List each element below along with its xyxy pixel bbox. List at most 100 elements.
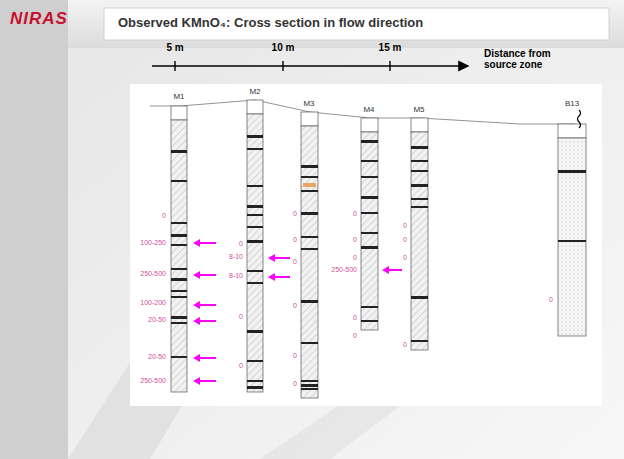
slide-title: Observed KMnO₄: Cross section in flow di… bbox=[118, 16, 423, 30]
clay-band bbox=[247, 282, 263, 284]
concentration-label: 8-10 bbox=[229, 253, 243, 261]
clay-band bbox=[301, 248, 318, 250]
clay-band bbox=[171, 296, 187, 298]
clay-band bbox=[247, 135, 263, 138]
clay-band bbox=[361, 160, 378, 162]
borehole-top bbox=[301, 112, 318, 126]
concentration-label: 0 bbox=[239, 240, 243, 248]
concentration-label: 0 bbox=[293, 352, 297, 360]
clay-band bbox=[361, 140, 378, 143]
clay-band bbox=[247, 240, 263, 243]
borehole-name: M5 bbox=[413, 106, 424, 115]
arrow-head bbox=[268, 254, 275, 262]
clay-band bbox=[301, 190, 318, 192]
observation-arrow bbox=[388, 269, 402, 271]
concentration-label: 0 bbox=[293, 302, 297, 310]
logo: NIRAS bbox=[10, 10, 68, 29]
clay-band bbox=[361, 246, 378, 249]
sand-lens bbox=[303, 183, 316, 187]
clay-band bbox=[411, 146, 428, 149]
clay-band bbox=[171, 234, 187, 237]
arrow-head bbox=[193, 377, 200, 385]
borehole-name: M1 bbox=[173, 93, 184, 102]
concentration-label: 0 bbox=[293, 236, 297, 244]
concentration-label: 0 bbox=[353, 314, 357, 322]
borehole-name: M3 bbox=[303, 100, 314, 109]
concentration-label: 0 bbox=[353, 254, 357, 262]
axis-title: Distance from source zone bbox=[484, 48, 556, 70]
arrow-head bbox=[193, 301, 200, 309]
arrow-head bbox=[193, 317, 200, 325]
clay-band bbox=[361, 212, 378, 214]
clay-band bbox=[558, 240, 586, 242]
observation-arrow bbox=[274, 257, 290, 259]
observation-arrow bbox=[199, 320, 216, 322]
concentration-label: 20-50 bbox=[148, 316, 166, 324]
borehole-column bbox=[411, 132, 428, 350]
clay-band bbox=[247, 330, 263, 333]
clay-band bbox=[301, 176, 318, 178]
observation-arrow bbox=[199, 242, 216, 244]
observation-arrow bbox=[199, 380, 216, 382]
concentration-label: 0 bbox=[353, 332, 357, 340]
clay-band bbox=[361, 306, 378, 308]
clay-band bbox=[361, 320, 378, 322]
concentration-label: 0 bbox=[403, 254, 407, 262]
clay-band bbox=[171, 180, 187, 182]
borehole-column bbox=[361, 132, 378, 330]
observation-arrow bbox=[199, 274, 216, 276]
break-mark bbox=[578, 110, 581, 128]
concentration-label: 0 bbox=[293, 380, 297, 388]
concentration-label: 8-10 bbox=[229, 272, 243, 280]
borehole-column bbox=[171, 120, 187, 392]
concentration-label: 250-500 bbox=[140, 377, 166, 385]
borehole-name: M4 bbox=[363, 106, 374, 115]
concentration-label: 250-500 bbox=[331, 266, 357, 274]
clay-band bbox=[301, 212, 318, 215]
axis-tick-label: 10 m bbox=[272, 42, 295, 53]
arrow-head bbox=[382, 266, 389, 274]
observation-arrow bbox=[199, 357, 216, 359]
clay-band bbox=[171, 244, 187, 246]
clay-band bbox=[247, 205, 263, 208]
clay-band bbox=[247, 226, 263, 228]
clay-band bbox=[411, 296, 428, 299]
clay-band bbox=[171, 278, 187, 281]
clay-band bbox=[171, 322, 187, 324]
clay-band bbox=[301, 342, 318, 344]
concentration-label: 100-250 bbox=[140, 239, 166, 247]
clay-band bbox=[301, 236, 318, 238]
clay-band bbox=[171, 356, 187, 358]
borehole-column bbox=[558, 138, 586, 336]
arrow-head bbox=[268, 273, 275, 281]
borehole-top bbox=[171, 106, 187, 120]
arrow-head bbox=[193, 239, 200, 247]
concentration-label: 0 bbox=[293, 258, 297, 266]
clay-band bbox=[411, 184, 428, 187]
clay-band bbox=[171, 150, 187, 153]
arrow-head bbox=[193, 354, 200, 362]
concentration-label: 0 bbox=[403, 222, 407, 230]
borehole-name: M2 bbox=[249, 88, 260, 97]
clay-band bbox=[411, 170, 428, 172]
clay-band bbox=[361, 232, 378, 234]
borehole-top bbox=[411, 118, 428, 132]
clay-band bbox=[558, 170, 586, 173]
clay-band bbox=[171, 316, 187, 319]
clay-band bbox=[301, 388, 318, 390]
borehole-column bbox=[301, 126, 318, 398]
clay-band bbox=[301, 300, 318, 303]
clay-band bbox=[411, 340, 428, 342]
clay-band bbox=[361, 176, 378, 178]
arrow-head bbox=[193, 271, 200, 279]
clay-band bbox=[411, 206, 428, 208]
clay-band bbox=[171, 222, 187, 224]
clay-band bbox=[171, 268, 187, 270]
borehole-name: B13 bbox=[565, 100, 579, 109]
borehole-top bbox=[247, 100, 263, 114]
clay-band bbox=[247, 360, 263, 362]
clay-band bbox=[247, 380, 263, 382]
concentration-label: 0 bbox=[403, 236, 407, 244]
concentration-label: 0 bbox=[353, 210, 357, 218]
